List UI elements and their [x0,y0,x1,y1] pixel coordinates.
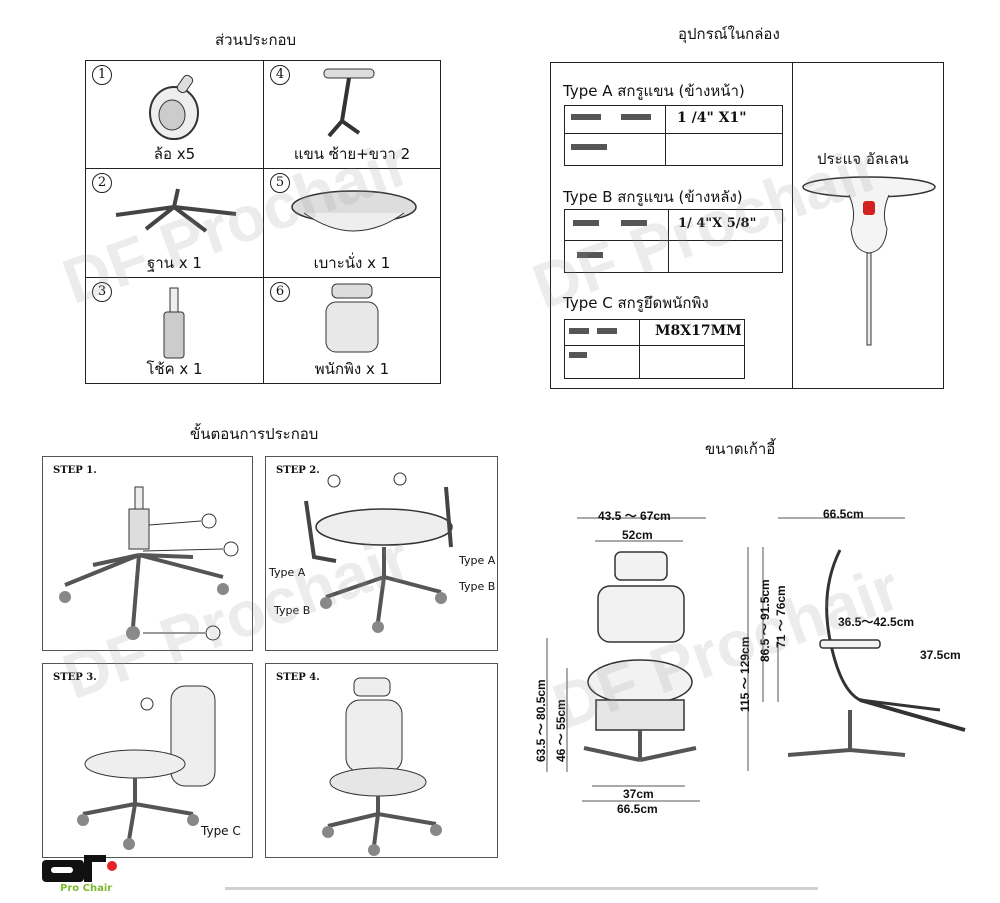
part-cell: 3 โช้ค x 1 [85,277,264,384]
gas-lift-icon [163,287,185,359]
type-b-table: 1/ 4"X 5/8" [564,209,783,273]
part-cell: 4 แขน ซ้าย+ขวา 2 [263,60,441,169]
dim-footrest: 37.5cm [920,648,961,662]
type-c-table: M8X17MM [564,319,745,379]
callout-type-a-left: Type A [269,566,306,579]
step-4-illustration [322,677,442,856]
callout-type-c: Type C [201,824,241,838]
dim-base-width: 66.5cm [617,802,658,816]
dim-total-height: 115 ～ 129cm [738,636,752,712]
part-label: ฐาน x 1 [147,254,202,272]
part-cell: 2 ฐาน x 1 [85,168,264,278]
step-1-illustration [59,486,239,641]
type-a-size: 1 /4" X1" [677,110,747,126]
step-label: STEP 3. [53,672,97,683]
df-prochair-logo: Pro Chair [42,855,122,900]
armrest-icon [323,68,375,138]
step-2-panel: STEP 2. Type A Type B Type A Type B [265,456,498,651]
chair-dimension-drawing [546,517,966,802]
panel-divider [792,63,793,388]
type-b-label: Type B สกรูแขน (ข้างหลัง) [563,188,743,206]
base-icon [115,188,237,233]
step-label: STEP 4. [276,672,320,683]
parts-title: ส่วนประกอบ [215,31,297,49]
step-label: STEP 1. [53,465,97,476]
part-label: ล้อ x5 [153,145,196,163]
seat-icon [291,190,417,232]
step-4-panel: STEP 4. [265,663,498,858]
part-number: 6 [270,282,290,302]
allen-wrench-icon [802,176,936,346]
part-number: 4 [270,65,290,85]
dim-seat-height: 46 ～ 55cm [554,699,568,762]
dim-back-height: 86.5 ～ 91.5cm [758,579,772,662]
step-3-illustration [77,685,216,850]
part-label: พนักพิง x 1 [314,360,390,378]
bottom-divider [225,887,818,890]
part-number: 1 [92,65,112,85]
type-b-size: 1/ 4"X 5/8" [678,216,757,231]
part-cell: 1 ล้อ x5 [85,60,264,169]
step-label: STEP 2. [276,465,320,476]
df-logo-mark [42,855,117,882]
part-label: โช้ค x 1 [146,360,203,378]
caster-icon [149,74,199,140]
type-c-size: M8X17MM [655,323,742,339]
part-label: แขน ซ้าย+ขวา 2 [293,145,411,163]
step-1-panel: STEP 1. [42,456,253,651]
callout-type-b-left: Type B [274,604,311,617]
box-contents-title: อุปกรณ์ในกล่อง [678,25,780,43]
part-number: 5 [270,173,290,193]
wrench-label: ประแจ อัลเลน [817,150,909,168]
dim-overall-width: 43.5 ～ 67cm [598,509,671,523]
dim-back-height-2: 71 ～ 76cm [774,585,788,648]
screw-icon [569,328,617,358]
screw-icon [573,220,647,258]
dimensions-title: ขนาดเก้าอี้ [705,440,776,458]
screw-icon [571,114,651,150]
dim-side-depth: 66.5cm [823,507,864,521]
step-3-panel: STEP 3. Type C [42,663,253,858]
dim-back-width: 52cm [622,528,653,542]
dim-seat-depth: 36.5～42.5cm [838,615,915,629]
callout-type-a-right: Type A [459,554,496,567]
type-a-table: 1 /4" X1" [564,105,783,166]
type-a-label: Type A สกรูแขน (ข้างหน้า) [563,82,745,100]
dim-seat-width: 37cm [623,787,654,801]
assembly-title: ขั้นตอนการประกอบ [190,425,319,443]
type-c-label: Type C สกรูยึดพนักพิง [563,294,709,312]
part-label: เบาะนั่ง x 1 [313,254,391,272]
part-cell: 6 พนักพิง x 1 [263,277,441,384]
part-number: 3 [92,282,112,302]
step-2-illustration [304,472,453,633]
logo-text: Pro Chair [60,883,113,894]
box-contents-panel: Type A สกรูแขน (ข้างหน้า) 1 /4" X1" Type… [550,62,944,389]
callout-type-b-right: Type B [459,580,496,593]
backrest-icon [325,283,379,353]
dim-arm-height: 63.5 ～ 80.5cm [534,679,548,762]
part-cell: 5 เบาะนั่ง x 1 [263,168,441,278]
part-number: 2 [92,173,112,193]
